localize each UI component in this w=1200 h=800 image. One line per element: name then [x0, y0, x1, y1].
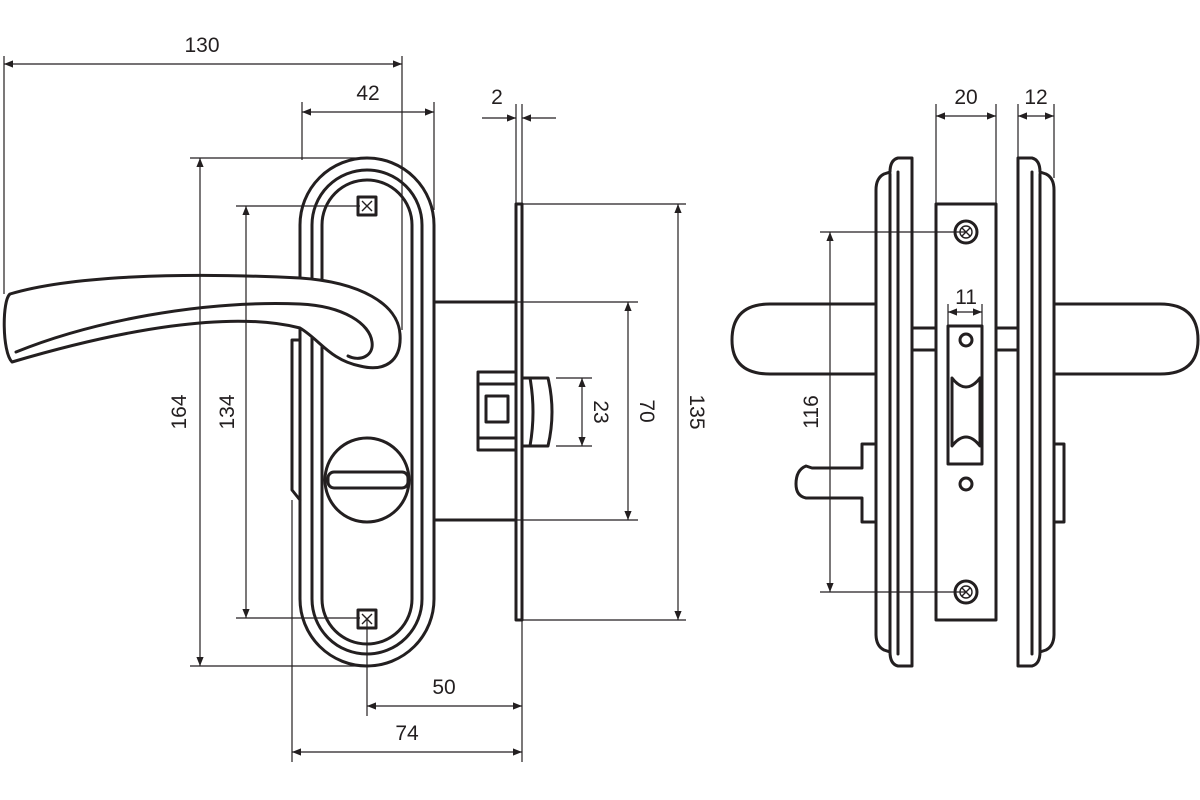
- dim-label-134: 134: [216, 394, 239, 429]
- dim-label-50: 50: [432, 676, 455, 699]
- top-screw-icon: [356, 195, 378, 217]
- dim-label-135: 135: [685, 394, 708, 429]
- escutcheon-plate: [290, 156, 436, 668]
- side-lever-left: [730, 302, 878, 376]
- dimension-lines: [3, 56, 1055, 762]
- thumb-turn-knob: [323, 436, 411, 524]
- side-escutcheon-right: [1016, 156, 1066, 668]
- dim-label-74: 74: [395, 722, 419, 745]
- cylinder-hole-icon: [958, 476, 974, 492]
- dim-label-130: 130: [184, 34, 219, 57]
- mortise-lock-body: [428, 202, 554, 622]
- dim-label-2: 2: [491, 86, 503, 109]
- dim-label-20: 20: [954, 86, 977, 109]
- dim-label-70: 70: [635, 399, 658, 422]
- dim-label-116: 116: [800, 395, 823, 428]
- dim-label-164: 164: [168, 394, 191, 429]
- dim-label-42: 42: [356, 82, 379, 105]
- latch-tongue: [520, 376, 554, 448]
- dim-label-12: 12: [1024, 86, 1047, 109]
- dim-label-11: 11: [955, 286, 977, 309]
- side-view: [730, 156, 1200, 668]
- dimension-labels: 130 42 2 164 134 23 70 135 50 74 20 12 1…: [168, 34, 1048, 745]
- side-escutcheon-left: [874, 156, 914, 668]
- lever-handle: [2, 273, 402, 370]
- spindle-hole-icon: [958, 332, 974, 348]
- side-lever-right: [1052, 302, 1200, 376]
- side-thumb-turn: [794, 442, 878, 524]
- dim-label-23: 23: [589, 400, 612, 423]
- front-view: [2, 156, 554, 668]
- side-mortise-body: [934, 202, 998, 622]
